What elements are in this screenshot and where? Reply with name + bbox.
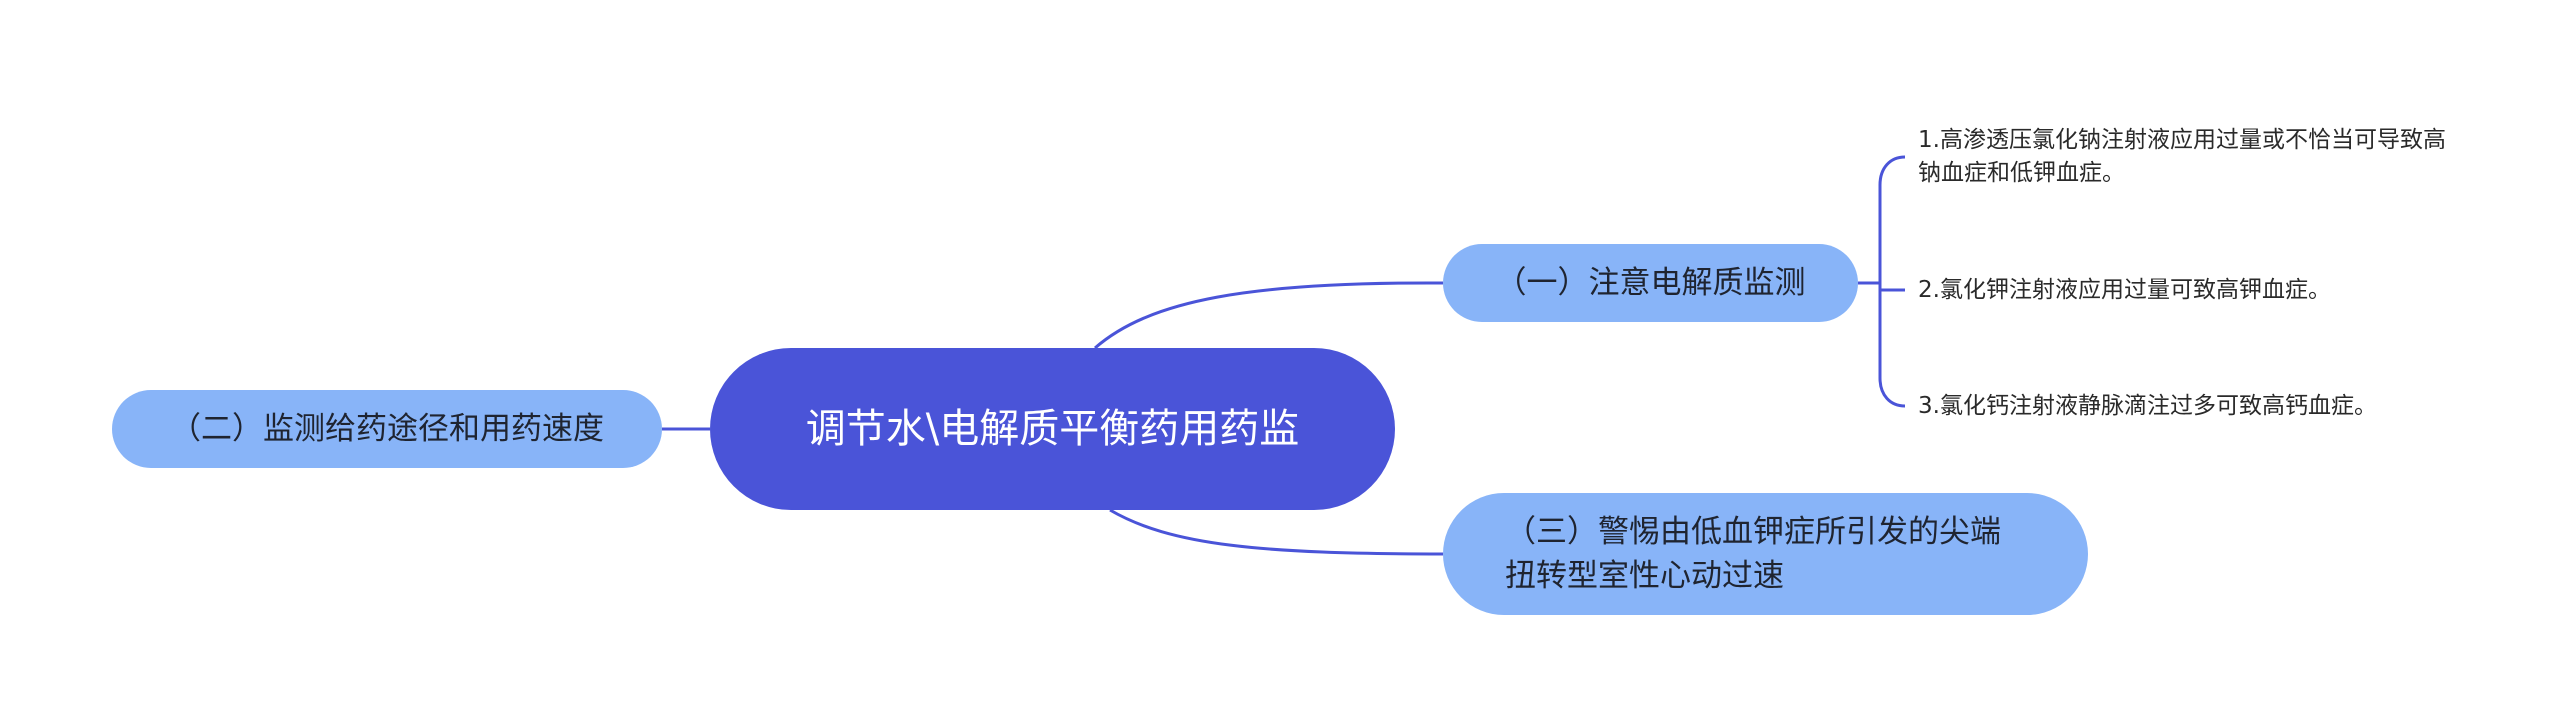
root-topic-label: 调节水\电解质平衡药用药监 (805, 406, 1300, 452)
leaf-bracket (1878, 155, 1906, 408)
leaf-topic-calcium-chloride[interactable]: 3.氯化钙注射液静脉滴注过多可致高钙血症。 (1918, 390, 2478, 423)
leaf-topic-potassium-chloride[interactable]: 2.氯化钾注射液应用过量可致高钾血症。 (1918, 274, 2478, 307)
leaf-topic-sodium-chloride[interactable]: 1.高渗透压氯化钠注射液应用过量或不恰当可导致高钠血症和低钾血症。 (1918, 124, 2463, 190)
leaf-topic-label: 3.氯化钙注射液静脉滴注过多可致高钙血症。 (1918, 393, 2377, 419)
leaf-topic-label: 1.高渗透压氯化钠注射液应用过量或不恰当可导致高钠血症和低钾血症。 (1918, 127, 2446, 186)
branch-topic-torsades-warning[interactable]: （三）警惕由低血钾症所引发的尖端扭转型室性心动过速 (1443, 493, 2088, 615)
branch-topic-label: （二）监测给药途径和用药速度 (170, 411, 604, 447)
branch-topic-label: （三）警惕由低血钾症所引发的尖端扭转型室性心动过速 (1505, 514, 2001, 594)
branch-topic-route-and-rate[interactable]: （二）监测给药途径和用药速度 (112, 390, 662, 468)
connector-root-to-branch-1 (1094, 281, 1444, 350)
branch-topic-label: （一）注意电解质监测 (1495, 265, 1806, 301)
root-topic[interactable]: 调节水\电解质平衡药用药监 (710, 348, 1395, 510)
connector-root-to-branch-3 (1109, 508, 1444, 556)
leaf-topic-label: 2.氯化钾注射液应用过量可致高钾血症。 (1918, 277, 2331, 303)
branch-topic-electrolyte-monitoring[interactable]: （一）注意电解质监测 (1443, 244, 1858, 322)
